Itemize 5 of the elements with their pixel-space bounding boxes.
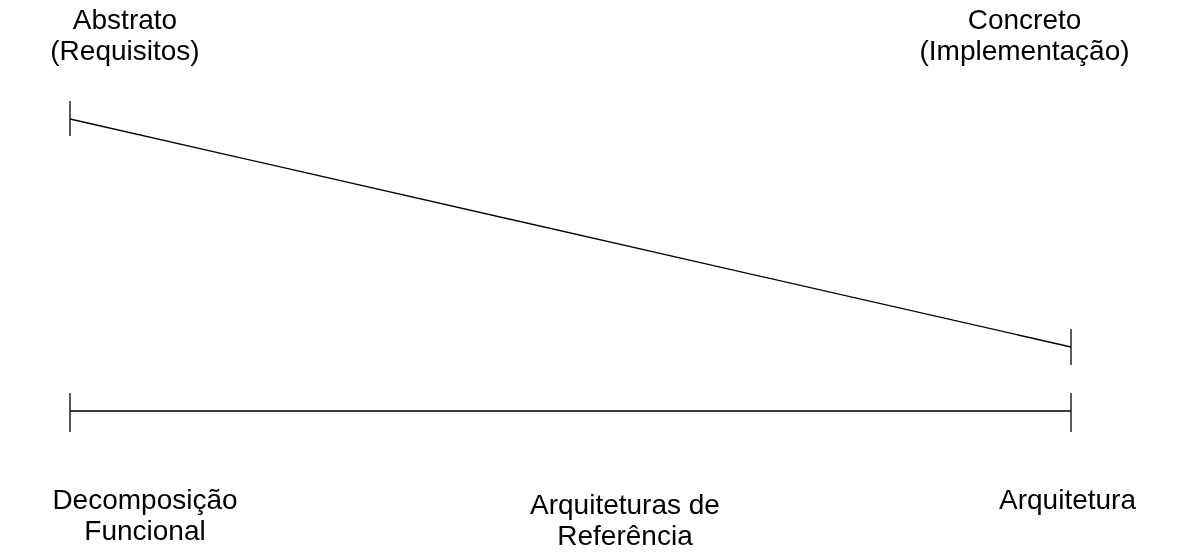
scale-label: Arquiteturas de Referência [529,489,721,551]
scale-label: Abstrato (Requisitos) [49,4,201,66]
scale-label: Decomposição Funcional [51,484,239,546]
scale-label: Arquitetura [998,484,1137,515]
scale-label: Concreto (Implementação) [918,4,1131,66]
